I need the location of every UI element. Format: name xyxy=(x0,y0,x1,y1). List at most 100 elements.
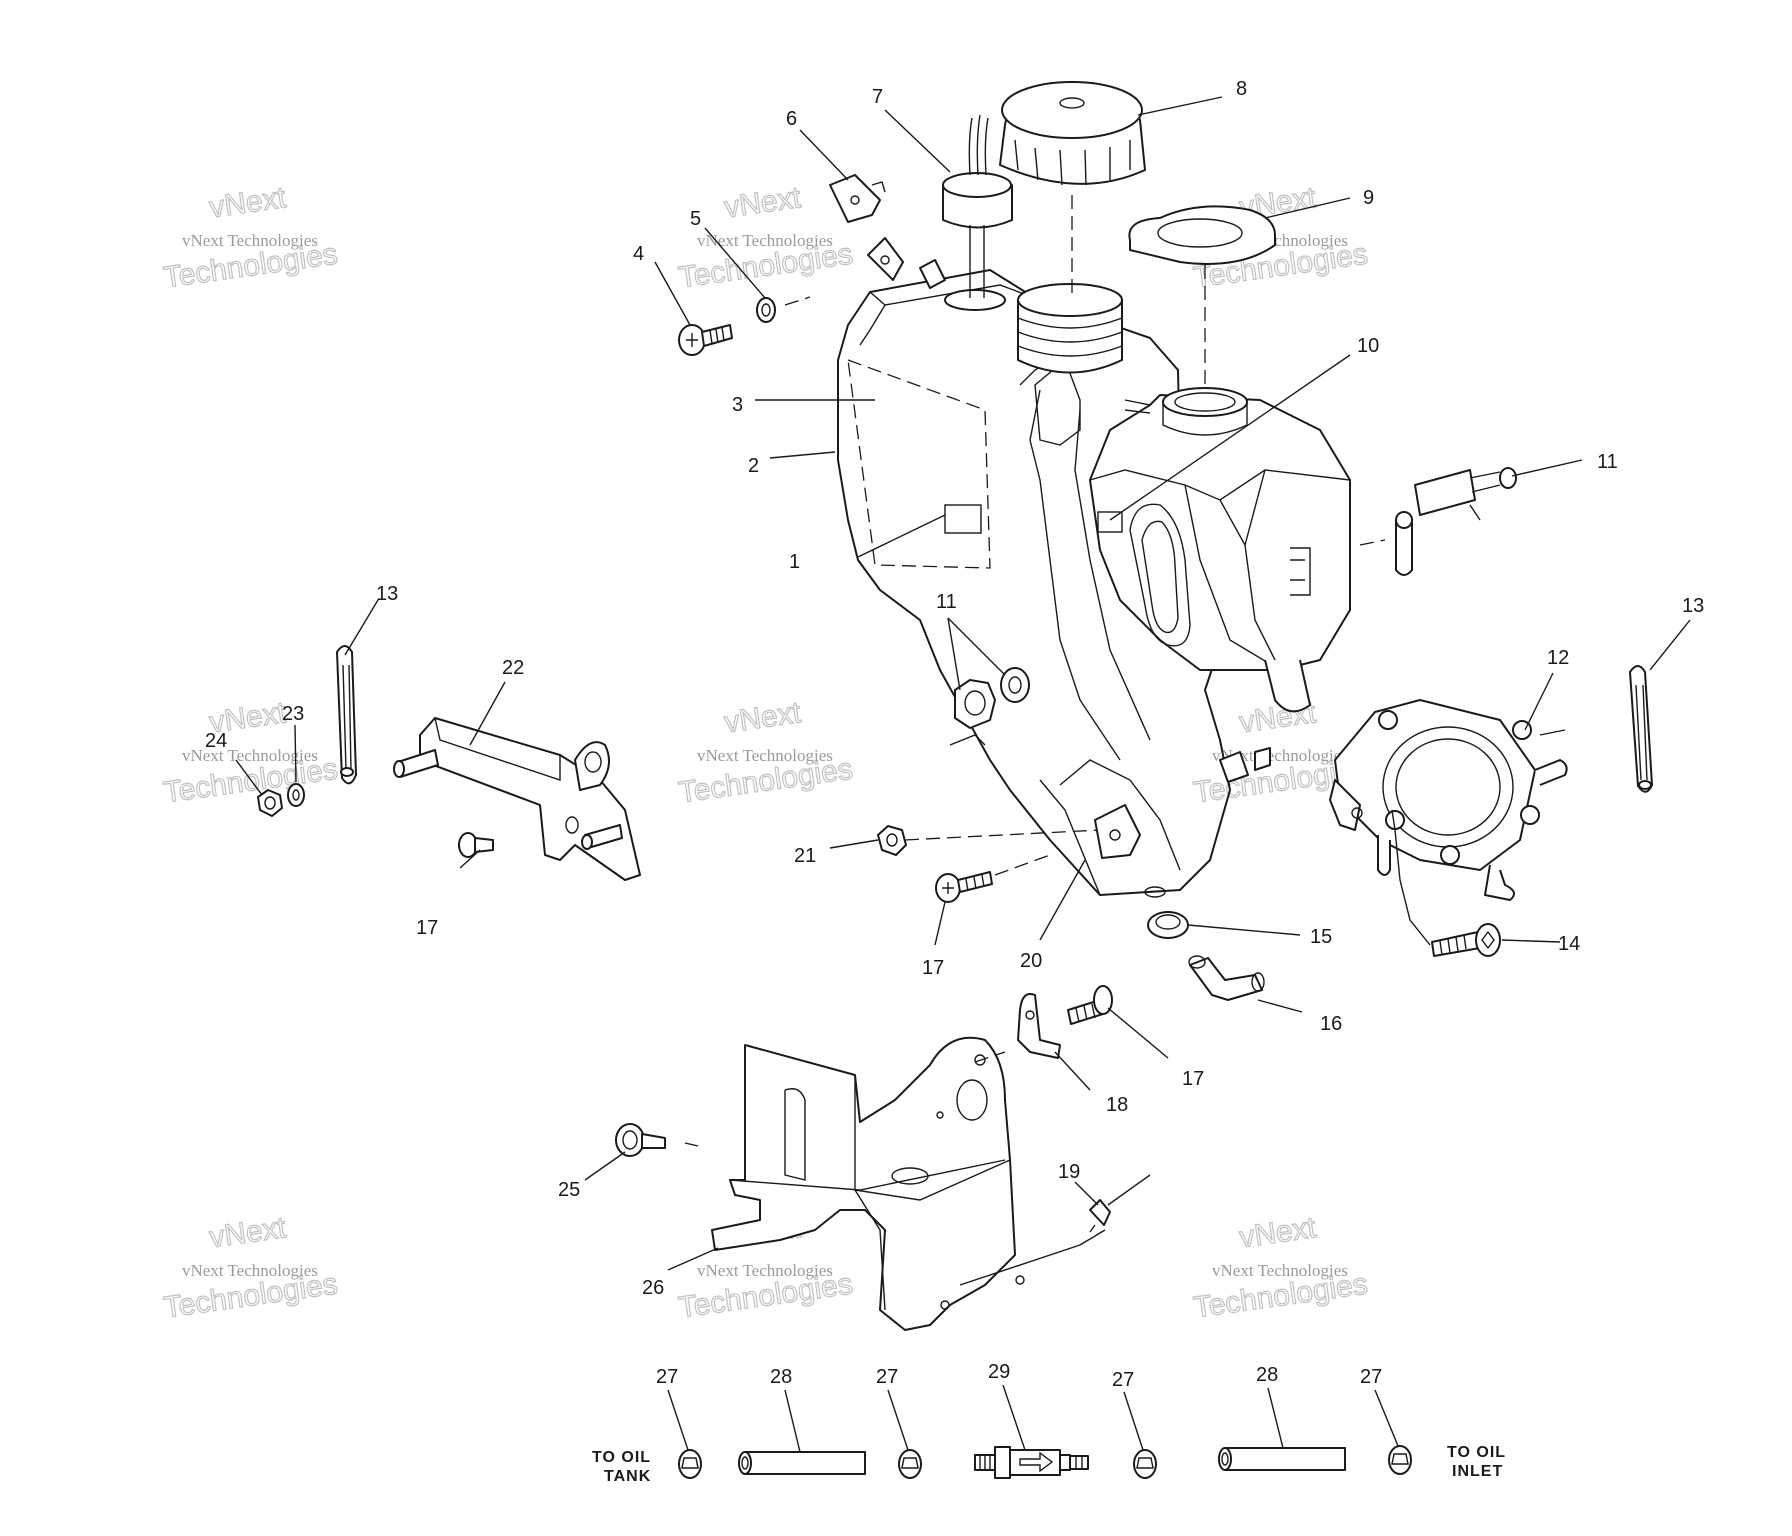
shutoff-valve xyxy=(1359,467,1517,576)
bracket-hole xyxy=(1015,1275,1025,1285)
leader-27a xyxy=(667,1389,689,1451)
leader-27d xyxy=(1374,1389,1399,1447)
callout-10: 10 xyxy=(1357,335,1379,357)
leader-14 xyxy=(1501,939,1561,943)
clamp-ring xyxy=(678,1449,702,1479)
cap-grip-ribs xyxy=(1014,139,1131,186)
sight-window-inner xyxy=(1141,520,1179,634)
callout-18: 18 xyxy=(1106,1094,1128,1116)
oil-hose xyxy=(1218,1447,1346,1471)
leader-22 xyxy=(469,681,506,746)
screw-threads xyxy=(965,874,985,892)
reservoir-body xyxy=(1089,394,1351,671)
tab-bracket xyxy=(867,237,904,281)
leader-8 xyxy=(1137,96,1223,116)
callout-28a: 28 xyxy=(770,1366,792,1388)
hose-bore xyxy=(741,1456,749,1470)
leader-4 xyxy=(654,261,691,326)
dest-label-inlet-line1: TO OIL xyxy=(1447,1444,1506,1461)
tank-edge xyxy=(1074,409,1151,741)
decal-outline xyxy=(847,359,991,569)
reservoir-cap-body xyxy=(1128,205,1276,265)
leader-1 xyxy=(857,514,946,558)
washer-hole xyxy=(292,789,300,801)
pump-body xyxy=(1334,699,1536,871)
pump-fitting xyxy=(1377,835,1391,876)
retaining-straps xyxy=(336,645,1653,793)
dest-label-inlet-line2: INLET xyxy=(1452,1463,1503,1480)
clip-hole xyxy=(1109,829,1121,841)
leader-27c xyxy=(1123,1391,1144,1451)
bracket-slot xyxy=(784,1088,806,1181)
svg-text:vNext: vNext xyxy=(207,181,288,224)
screw-drive xyxy=(1481,930,1495,950)
valve-outlet xyxy=(1469,504,1481,521)
grommet xyxy=(1147,911,1189,939)
sender-top xyxy=(942,172,1012,198)
callout-13-right: 13 xyxy=(1682,595,1704,617)
callout-23: 23 xyxy=(282,703,304,725)
callout-15: 15 xyxy=(1310,926,1332,948)
hose-end xyxy=(738,1451,752,1475)
strap-slot xyxy=(1635,684,1648,781)
grommet-25 xyxy=(615,1123,645,1157)
callout-21: 21 xyxy=(794,845,816,867)
callout-14: 14 xyxy=(1558,933,1580,955)
assembly-line xyxy=(974,1051,1006,1063)
assembly-line xyxy=(1391,809,1431,946)
watermark-text: vNext Technologies xyxy=(1212,746,1348,765)
clamp-tab xyxy=(681,1457,699,1469)
tank-cap xyxy=(999,81,1146,186)
screw-and-clip-lower xyxy=(1017,985,1113,1059)
callout-22: 22 xyxy=(502,657,524,679)
reservoir-edge xyxy=(1244,544,1281,671)
callout-27b: 27 xyxy=(876,1366,898,1388)
hose-body xyxy=(744,1451,866,1475)
nut-and-washer-left xyxy=(257,783,305,817)
leader-24 xyxy=(235,759,263,796)
check-valve-ribs xyxy=(1075,1456,1083,1469)
clamp-ring xyxy=(898,1449,922,1479)
tank-clip xyxy=(1094,747,1271,859)
elbow-end xyxy=(1188,955,1206,969)
assembly-line xyxy=(904,829,1101,841)
tie-tail xyxy=(1107,1174,1151,1206)
screw-threads xyxy=(1439,934,1467,956)
reservoir-neck-side xyxy=(1162,402,1248,436)
strap-eye xyxy=(340,767,354,777)
reservoir-edge xyxy=(1184,484,1281,671)
callout-4: 4 xyxy=(633,243,644,265)
assembly-line xyxy=(1359,539,1386,546)
screw-threads xyxy=(709,326,725,345)
bracket-hole xyxy=(584,751,602,773)
watermark-text: vNext Technologies xyxy=(182,1261,318,1280)
washer-hole xyxy=(761,303,771,317)
valve-body xyxy=(1414,469,1476,516)
callout-27c: 27 xyxy=(1112,1369,1134,1391)
leader-25 xyxy=(584,1151,626,1181)
clamp-ring xyxy=(1388,1445,1412,1475)
filler-neck-top xyxy=(1017,283,1123,317)
valve-knob xyxy=(1499,467,1517,489)
screw-and-washer xyxy=(678,296,811,356)
leader-20 xyxy=(1039,859,1086,941)
tank-body-outline xyxy=(837,269,1231,896)
bracket-fold xyxy=(854,1189,886,1311)
screw-shank xyxy=(1431,931,1481,957)
bracket-hole-large xyxy=(956,1079,988,1121)
callout-29: 29 xyxy=(988,1361,1010,1383)
tank-outlet xyxy=(1144,886,1166,898)
callout-16: 16 xyxy=(1320,1013,1342,1035)
callout-17: 17 xyxy=(416,917,438,939)
leader-11 xyxy=(1511,459,1583,477)
strap-slot xyxy=(342,664,352,771)
pump-screw xyxy=(1520,805,1540,825)
leader-11b xyxy=(947,617,1006,691)
check-valve-body xyxy=(1009,1449,1061,1476)
pump-screw xyxy=(1378,710,1398,730)
bracket-edge xyxy=(434,717,561,781)
filler-neck xyxy=(1017,299,1123,374)
callout-3: 3 xyxy=(732,394,743,416)
callout-19: 19 xyxy=(1058,1161,1080,1183)
